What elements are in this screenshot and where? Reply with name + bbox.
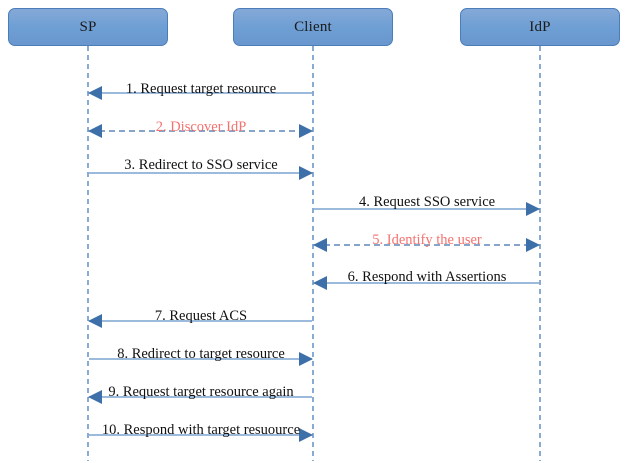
arrow-head xyxy=(526,238,540,252)
message-label-8: 8. Redirect to target resource xyxy=(117,346,285,362)
message-arrow-6[interactable] xyxy=(313,276,539,290)
arrow-head xyxy=(299,166,313,180)
message-label-2: 2. Discover IdP xyxy=(155,119,247,135)
arrow-head xyxy=(299,124,313,138)
message-arrow-2[interactable] xyxy=(88,124,313,138)
message-arrow-3[interactable] xyxy=(89,166,313,180)
actor-label-idp: IdP xyxy=(529,18,551,35)
actor-box-sp[interactable]: SP xyxy=(8,8,168,46)
message-label-10: 10. Respond with target resuource xyxy=(101,422,301,438)
arrow-head xyxy=(88,390,102,404)
message-label-3: 3. Redirect to SSO service xyxy=(124,157,278,173)
message-arrow-7[interactable] xyxy=(88,314,312,328)
arrow-head xyxy=(88,86,102,100)
actor-label-sp: SP xyxy=(79,18,97,35)
arrow-head xyxy=(526,202,540,216)
arrow-head xyxy=(88,124,102,138)
arrow-head xyxy=(88,314,102,328)
arrow-head xyxy=(299,428,313,442)
message-arrow-1[interactable] xyxy=(88,86,312,100)
arrow-head xyxy=(313,238,327,252)
message-arrow-10[interactable] xyxy=(89,428,313,442)
arrow-head xyxy=(299,352,313,366)
actor-box-client[interactable]: Client xyxy=(233,8,393,46)
message-label-6: 6. Respond with Assertions xyxy=(347,269,507,285)
message-arrow-4[interactable] xyxy=(314,202,540,216)
lifelines-group xyxy=(87,46,541,461)
message-label-4: 4. Request SSO service xyxy=(358,194,496,210)
message-label-9: 9. Request target resource again xyxy=(108,384,294,400)
message-arrow-9[interactable] xyxy=(88,390,312,404)
actor-label-client: Client xyxy=(294,18,332,35)
actor-box-idp[interactable]: IdP xyxy=(460,8,620,46)
message-label-5: 5. Identify the user xyxy=(372,232,482,248)
message-label-7: 7. Request ACS xyxy=(154,308,248,324)
message-label-1: 1. Request target resource xyxy=(125,81,277,97)
message-arrow-5[interactable] xyxy=(313,238,540,252)
message-arrow-8[interactable] xyxy=(89,352,313,366)
arrow-head xyxy=(313,276,327,290)
messages-group xyxy=(88,86,540,442)
